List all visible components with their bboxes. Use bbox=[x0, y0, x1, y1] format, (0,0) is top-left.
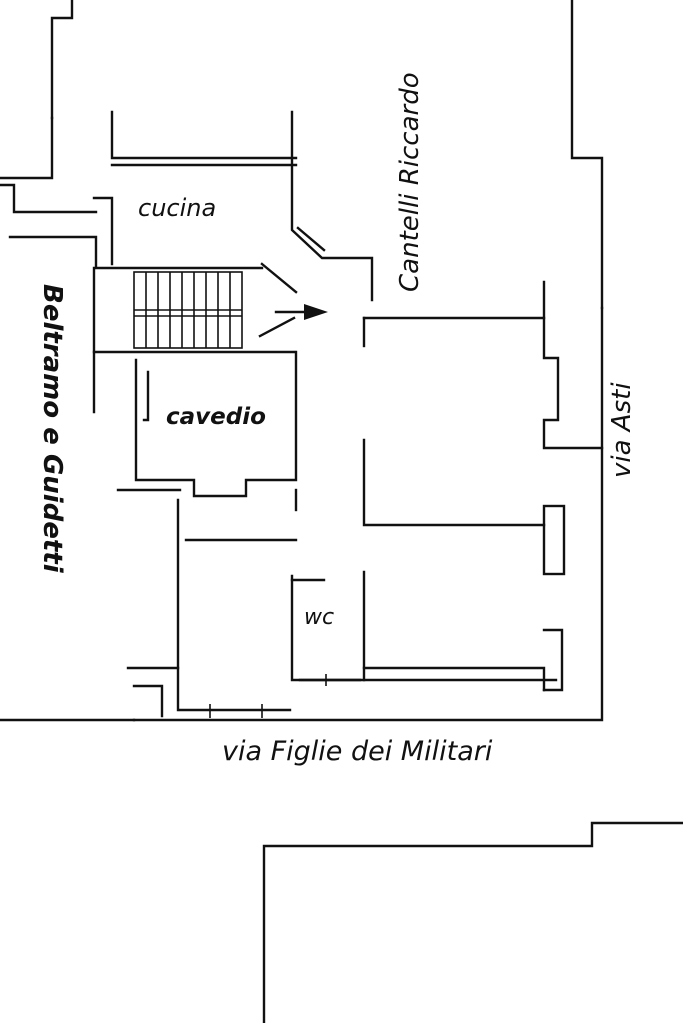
interior-walls bbox=[92, 110, 604, 718]
neighbour-label-beltramo-guidetti: Beltramo e Guidetti bbox=[37, 284, 67, 574]
entrance-arrow-icon bbox=[274, 304, 328, 320]
adjacent-building-outline bbox=[262, 821, 683, 1023]
neighbour-label-cantelli-riccardo: Cantelli Riccardo bbox=[395, 72, 425, 292]
street-label-via-figlie-dei-militari: via Figlie dei Militari bbox=[222, 736, 493, 767]
stair-treads bbox=[134, 272, 242, 348]
room-label-wc: wc bbox=[304, 605, 334, 630]
room-label-light-well: cavedio bbox=[166, 404, 266, 430]
room-label-kitchen: cucina bbox=[138, 194, 216, 222]
street-label-via-asti: via Asti bbox=[607, 382, 637, 478]
outer-walls bbox=[0, 0, 604, 722]
